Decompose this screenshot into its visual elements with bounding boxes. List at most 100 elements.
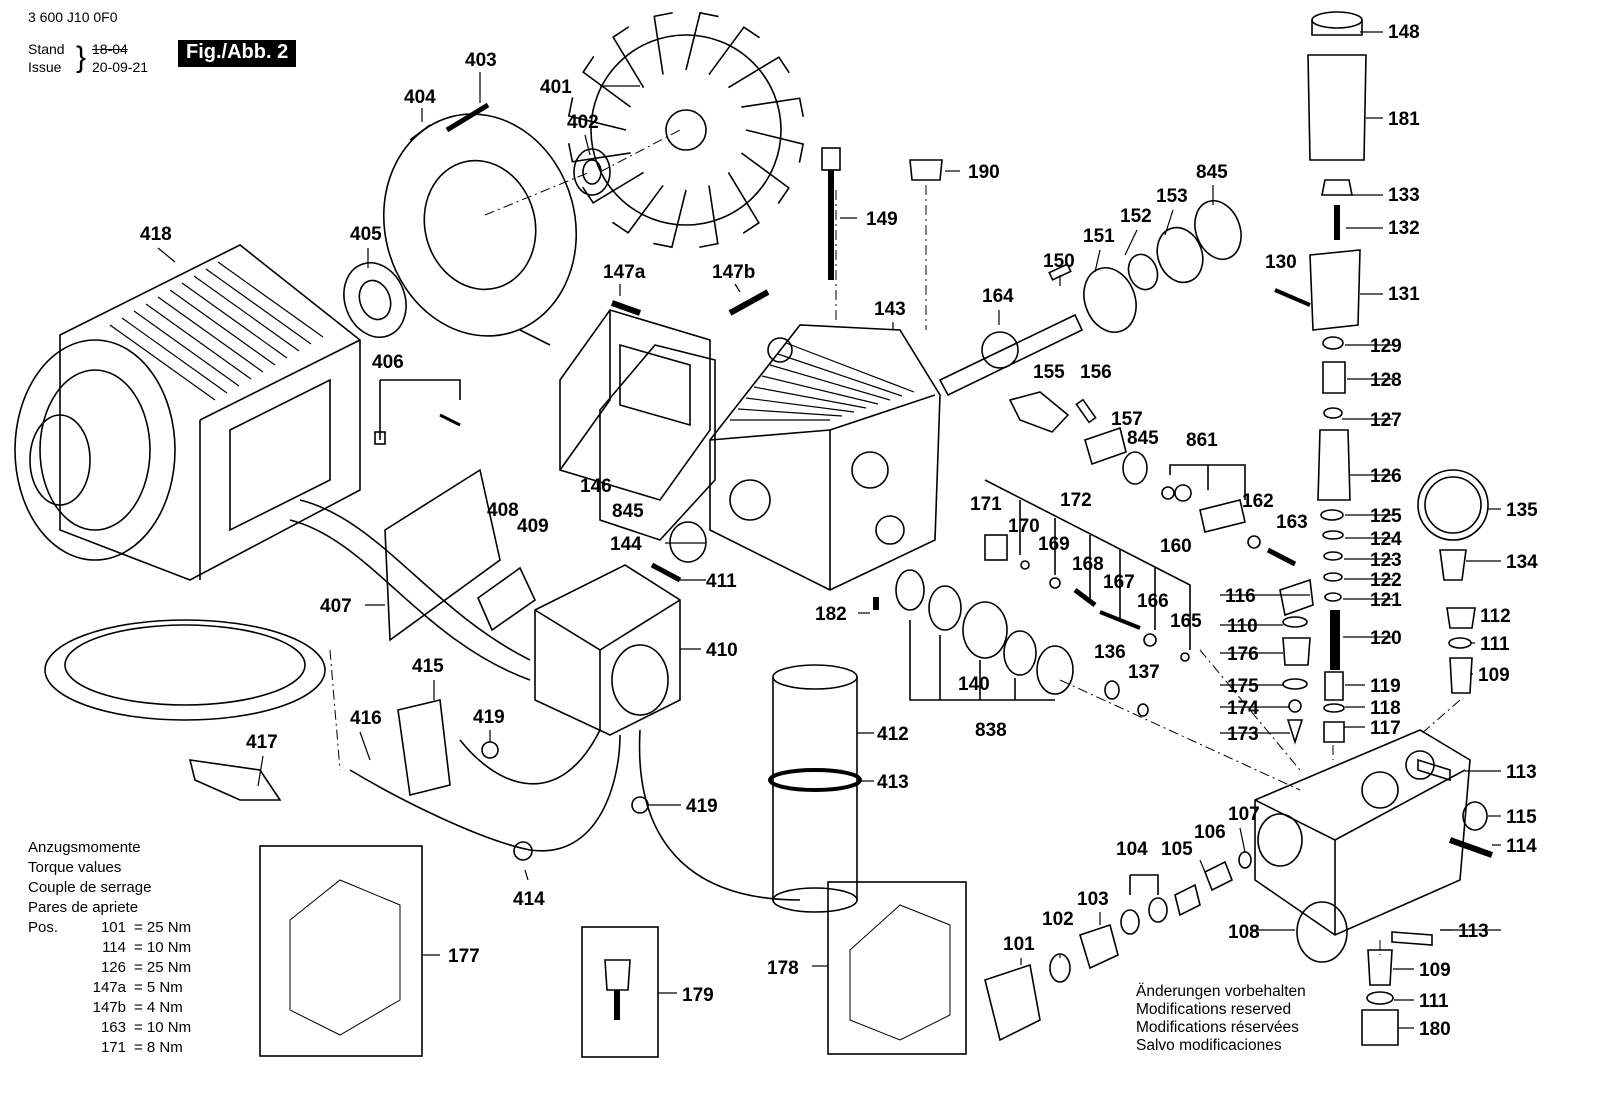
callout-419: 419 [686, 796, 718, 817]
callout-175: 175 [1227, 676, 1259, 697]
seal-ring-c [1003, 630, 1037, 676]
callout-106: 106 [1194, 822, 1226, 843]
issue-label: Issue [28, 59, 62, 75]
callout-130: 130 [1265, 252, 1297, 273]
callout-190: 190 [968, 162, 1000, 183]
inset-box-177 [259, 845, 423, 1057]
bearing-402 [573, 148, 611, 196]
brace-glyph: } [76, 41, 87, 74]
terminal-box-410 [534, 564, 681, 736]
seal-ring-b [928, 585, 962, 631]
callout-111: 111 [1480, 634, 1510, 655]
seal-845 [1194, 200, 1242, 260]
conrod-155 [1008, 391, 1070, 433]
screw-163 [1266, 547, 1297, 567]
part-176 [1282, 637, 1311, 666]
callout-126: 126 [1370, 466, 1402, 487]
adapter-134 [1439, 549, 1467, 581]
torque-row: 147b= 4 Nm [92, 999, 183, 1016]
callout-120: 120 [1370, 628, 1402, 649]
part-136 [1104, 680, 1120, 700]
plug-115 [1462, 801, 1488, 831]
switch-415 [397, 699, 451, 796]
callout-418: 418 [140, 224, 172, 245]
callout-116: 116 [1225, 586, 1256, 607]
callout-170: 170 [1008, 516, 1040, 537]
callout-144: 144 [610, 534, 642, 555]
cable-coil-417 [44, 619, 326, 721]
callout-417: 417 [246, 732, 278, 753]
callout-166: 166 [1137, 591, 1169, 612]
inset-box-178 [827, 881, 967, 1055]
callout-171: 171 [970, 494, 1002, 515]
callout-169: 169 [1038, 534, 1070, 555]
callout-411: 411 [706, 571, 737, 592]
callout-413: 413 [877, 772, 909, 793]
callout-412: 412 [877, 724, 909, 745]
key-150 [1048, 263, 1072, 281]
callout-137: 137 [1128, 662, 1160, 683]
callout-147b: 147b [712, 262, 755, 283]
callout-861: 861 [1186, 430, 1218, 451]
torque-row: 114= 10 Nm [102, 939, 192, 956]
part-137 [1137, 703, 1149, 717]
callout-179: 179 [682, 985, 714, 1006]
filter-103 [1079, 923, 1119, 970]
callout-151: 151 [1083, 226, 1115, 247]
clamp-413 [768, 768, 862, 792]
circlip-153 [1156, 226, 1204, 284]
callout-113: 113 [1458, 921, 1489, 942]
valve-106 [1203, 860, 1234, 892]
callout-845: 845 [1196, 162, 1228, 183]
bracket-113b [1391, 931, 1433, 946]
callout-114: 114 [1506, 836, 1537, 857]
stand-label: Stand [28, 41, 65, 57]
screw-114 [1448, 837, 1494, 858]
callout-107: 107 [1228, 804, 1260, 825]
gasket-407 [384, 468, 501, 642]
callout-125: 125 [1370, 506, 1402, 527]
callout-131: 131 [1388, 284, 1420, 305]
callout-401: 401 [540, 77, 572, 98]
callout-102: 102 [1042, 909, 1074, 930]
torque-title-es: Pares de apriete [28, 899, 139, 916]
callout-150: 150 [1043, 251, 1075, 272]
callout-148: 148 [1388, 22, 1420, 43]
callout-172: 172 [1060, 490, 1092, 511]
callout-404: 404 [404, 87, 436, 108]
sleeve-144 [669, 521, 707, 563]
callout-182: 182 [815, 604, 847, 625]
stand-value: 18-04 [92, 41, 128, 57]
torque-title-fr: Couple de serrage [28, 879, 152, 896]
ring-104a [1120, 909, 1140, 935]
callout-838: 838 [975, 720, 1007, 741]
callout-176: 176 [1227, 644, 1259, 665]
callout-414: 414 [513, 889, 545, 910]
motor-part [14, 244, 361, 581]
callout-109: 109 [1478, 665, 1510, 686]
grommet-414 [513, 841, 533, 861]
callout-147a: 147a [603, 262, 646, 283]
pin-156 [1075, 398, 1097, 424]
callout-178: 178 [767, 958, 799, 979]
mod-de: Änderungen vorbehalten [1136, 983, 1306, 1000]
ring-107 [1238, 851, 1252, 869]
flange-part [559, 309, 711, 501]
callout-162: 162 [1242, 491, 1274, 512]
piston-160 [1199, 499, 1246, 533]
callout-403: 403 [465, 50, 497, 71]
callout-174: 174 [1227, 698, 1259, 719]
callout-122: 122 [1370, 570, 1402, 591]
torque-title-de: Anzugsmomente [28, 839, 141, 856]
torque-table: Anzugsmomente Torque values Couple de se… [28, 838, 191, 1058]
callout-108: 108 [1228, 922, 1260, 943]
callout-415: 415 [412, 656, 444, 677]
grommet-419b [631, 796, 649, 814]
valve-112 [1446, 607, 1476, 629]
callout-416: 416 [350, 708, 382, 729]
callout-180: 180 [1419, 1019, 1451, 1040]
callout-105: 105 [1161, 839, 1193, 860]
fan-part [567, 11, 805, 249]
callout-101: 101 [1003, 934, 1035, 955]
